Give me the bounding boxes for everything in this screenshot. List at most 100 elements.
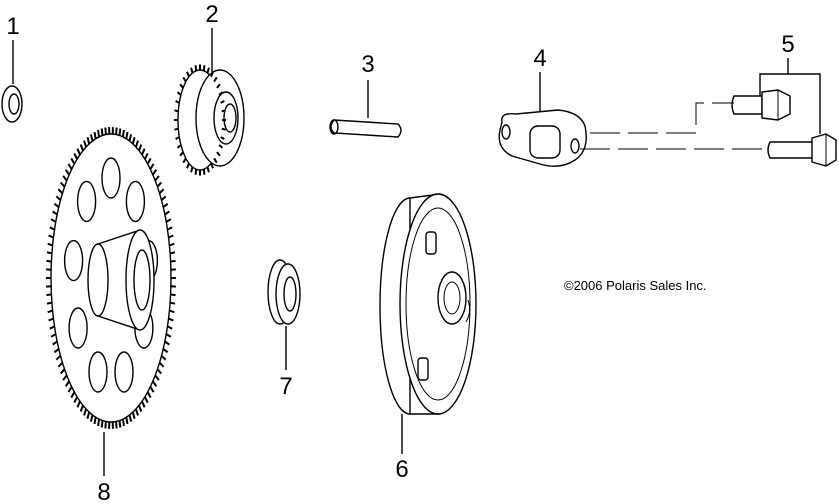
- ring-gear-tooth: [146, 157, 152, 165]
- gear-tooth: [179, 83, 184, 89]
- bolt-upper-shank: [731, 95, 763, 115]
- ring-gear-tooth: [144, 152, 149, 160]
- copyright-text: ©2006 Polaris Sales Inc.: [564, 278, 707, 293]
- ring-gear-tooth: [104, 421, 107, 429]
- ring-gear-teeth: [46, 127, 176, 429]
- gear-tooth: [213, 76, 218, 83]
- ring-gear-hub-back: [87, 243, 109, 317]
- callout-6-label: 6: [395, 456, 408, 483]
- ring-gear-hole: [101, 157, 121, 199]
- ring-gear-tooth: [83, 408, 88, 416]
- ring-gear-tooth: [131, 137, 136, 145]
- ring-gear-tooth: [160, 355, 167, 361]
- ring-gear-tooth: [149, 163, 155, 170]
- ring-gear-tooth: [46, 301, 53, 305]
- ring-gear-tooth: [59, 181, 66, 188]
- shaft-body: [330, 119, 402, 138]
- callout-4-label: 4: [533, 45, 546, 72]
- gear-tooth: [174, 127, 179, 131]
- callout-7-label: 7: [279, 373, 292, 400]
- ring-gear-tooth: [64, 169, 71, 176]
- part-5-bolts: 5: [580, 31, 837, 167]
- ring-gear-tooth: [67, 163, 73, 170]
- gear-tooth: [190, 67, 194, 74]
- housing-center-hub: [437, 271, 467, 325]
- ring-gear-tooth: [89, 414, 94, 422]
- gear-tooth: [194, 169, 198, 175]
- ring-gear-tooth: [62, 175, 68, 182]
- gear-tooth: [210, 71, 214, 78]
- ring-gear-tooth: [57, 188, 64, 195]
- ring-gear-hole: [125, 180, 146, 223]
- ring-gear-tooth: [154, 374, 160, 381]
- ring-gear-hole: [114, 351, 134, 393]
- ring-gear-tooth: [89, 134, 94, 142]
- gear-tooth: [176, 144, 182, 149]
- callout-1-label: 1: [6, 13, 19, 40]
- part-6-clutch-housing: 6: [379, 193, 477, 483]
- ring-gear-tooth: [131, 411, 136, 419]
- ring-gear-tooth: [158, 361, 165, 368]
- ring-gear-tooth: [151, 169, 158, 176]
- gear-hub: [213, 91, 239, 145]
- gear-tooth: [202, 65, 206, 71]
- ring-gear-tooth: [86, 411, 91, 419]
- ring-gear-tooth: [55, 195, 62, 201]
- ring-gear-tooth: [46, 293, 52, 297]
- ring-gear-tooth: [104, 127, 107, 135]
- ring-gear-tooth: [59, 368, 66, 375]
- gear-tooth: [194, 65, 198, 71]
- ring-gear-tooth: [121, 129, 125, 138]
- gear-tooth: [182, 76, 187, 83]
- bushing-front: [275, 263, 301, 325]
- gear-tooth: [210, 162, 214, 169]
- ring-gear-tooth: [144, 396, 149, 404]
- ring-gear-tooth: [48, 317, 54, 322]
- part-4-bracket: 4: [498, 45, 587, 167]
- ring-gear-tooth: [168, 317, 174, 322]
- gear-bore: [223, 103, 237, 133]
- ring-gear-tooth: [93, 131, 97, 139]
- gear-tooth: [220, 136, 225, 140]
- ring-gear-tooth: [151, 380, 158, 387]
- ring-gear-tooth: [115, 127, 118, 135]
- housing-mark-right: [465, 299, 471, 323]
- ring-gear-tooth: [79, 405, 84, 412]
- bolt-lower-shank: [767, 141, 815, 159]
- washer-hole: [8, 93, 20, 115]
- bolt-lower-head: [811, 133, 837, 167]
- gear-tooth: [175, 136, 180, 140]
- ring-gear-tooth: [168, 234, 174, 239]
- ring-gear-tooth: [55, 355, 62, 361]
- ring-gear-tooth: [169, 251, 176, 255]
- ring-gear-tooth: [138, 144, 143, 151]
- gear-tooth: [221, 127, 226, 131]
- callout-2-label: 2: [205, 1, 218, 28]
- ring-gear-tooth: [141, 148, 146, 156]
- gear-tooth: [190, 166, 194, 173]
- ring-gear-tooth: [146, 391, 152, 399]
- ring-gear-bore: [133, 249, 151, 311]
- bushing-bore: [283, 276, 297, 312]
- ring-gear-tooth: [170, 293, 176, 297]
- callout-5-label: 5: [781, 31, 794, 58]
- ring-gear-tooth: [73, 396, 78, 404]
- gear-teeth: [174, 64, 226, 176]
- ring-gear-tooth: [70, 391, 76, 399]
- ring-gear-tooth: [76, 400, 81, 408]
- callout-8-label: 8: [97, 479, 110, 504]
- gear-tooth: [186, 162, 190, 169]
- ring-gear-tooth: [121, 418, 125, 427]
- ring-gear-tooth: [125, 131, 129, 139]
- gear-tooth: [216, 151, 221, 157]
- ring-gear-tooth: [76, 148, 81, 156]
- ring-gear-tooth: [46, 251, 53, 255]
- ring-gear-tooth: [134, 408, 139, 416]
- ring-gear-hole: [63, 239, 84, 282]
- ring-gear-tooth: [97, 129, 101, 138]
- part-2-double-gear: 2: [174, 1, 245, 176]
- ring-gear-tooth: [93, 417, 97, 425]
- housing-center-bore: [443, 281, 461, 315]
- ring-gear-tooth: [97, 418, 101, 427]
